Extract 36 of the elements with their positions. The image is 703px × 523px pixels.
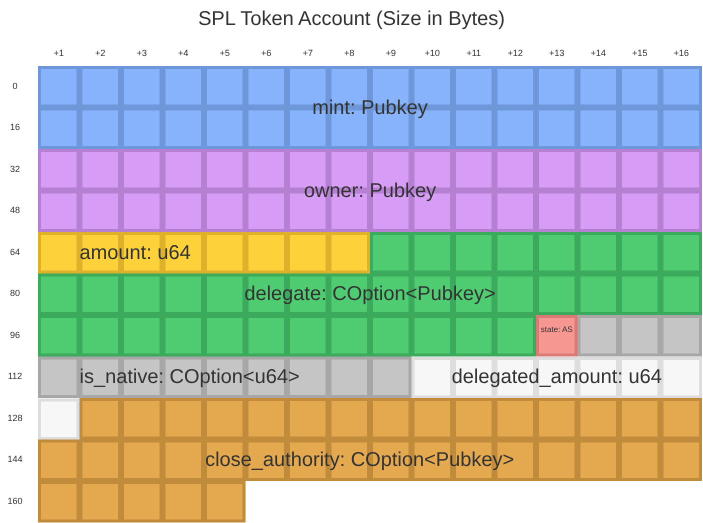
row-offset: 0 [11, 80, 18, 91]
field-label: amount: u64 [80, 242, 191, 263]
column-offset: +10 [424, 48, 441, 58]
column-offset: +9 [384, 48, 397, 58]
column-offset: +15 [631, 48, 648, 58]
row-offset: 32 [8, 164, 21, 174]
column-offset: +16 [672, 48, 690, 58]
row-offset: 16 [8, 122, 21, 132]
column-offset: +3 [136, 48, 148, 58]
chart-title: SPL Token Account (Size in Bytes) [197, 8, 506, 31]
row-offset: 80 [8, 288, 21, 298]
row-offset: 112 [6, 371, 24, 382]
column-offset: +13 [548, 48, 566, 58]
column-offset: +11 [465, 48, 482, 58]
column-offset: +12 [506, 48, 524, 58]
column-offset: +4 [177, 48, 190, 58]
row-offset: 160 [6, 496, 24, 506]
column-offset: +1 [52, 48, 65, 58]
row-offset: 128 [6, 412, 24, 423]
column-offset: +8 [343, 48, 356, 58]
row-offset: 48 [8, 205, 21, 216]
field-label: delegate: COption<Pubkey> [244, 284, 496, 304]
column-offset: +6 [260, 48, 272, 58]
column-offset: +14 [590, 48, 607, 58]
field-label: state: AS [540, 324, 574, 336]
field-label: mint: Pubkey [312, 98, 428, 118]
column-offset: +2 [94, 48, 106, 58]
column-offset: +5 [218, 48, 231, 58]
field-label: close_authority: COption<Pubkey> [205, 450, 514, 470]
field-label: delegated_amount: u64 [452, 367, 662, 388]
field-label: is_native: COption<u64> [80, 367, 300, 388]
row-offset: 64 [8, 246, 21, 257]
row-offset: 96 [8, 330, 21, 340]
column-offset: +7 [302, 48, 314, 58]
row-offset: 144 [6, 454, 24, 464]
field-label: owner: Pubkey [304, 180, 436, 200]
